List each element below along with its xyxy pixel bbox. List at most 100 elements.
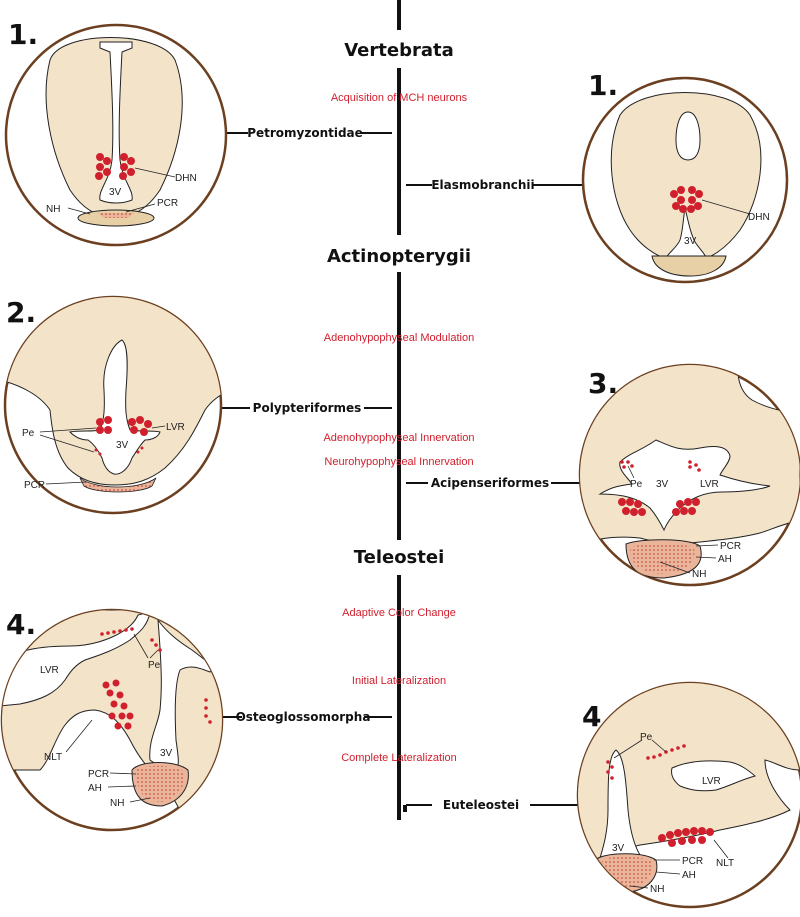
mch-cell bbox=[672, 508, 680, 516]
label-ah: AH bbox=[88, 783, 102, 794]
mch-cell bbox=[622, 507, 630, 515]
dorsal-ventricle bbox=[675, 111, 701, 161]
mch-cell bbox=[114, 722, 122, 730]
mch-cell bbox=[672, 202, 680, 210]
mch-cell bbox=[694, 202, 702, 210]
mch-cells bbox=[94, 416, 152, 456]
mch-cell bbox=[684, 498, 692, 506]
mch-cell bbox=[677, 186, 685, 194]
mch-cell bbox=[706, 828, 714, 836]
mch-cell bbox=[116, 691, 124, 699]
label-lvr: LVR bbox=[40, 665, 59, 676]
neurohypophysis bbox=[630, 543, 695, 574]
clade-polypteriformes: Polypteriformes bbox=[253, 401, 362, 415]
mch-fiber bbox=[106, 631, 110, 635]
mch-cell bbox=[679, 205, 687, 213]
label-pe: Pe bbox=[22, 428, 35, 439]
lateral-ventricle bbox=[671, 760, 757, 792]
clade-osteoglossomorpha: Osteoglossomorpha bbox=[236, 710, 371, 724]
mch-fiber bbox=[626, 460, 630, 464]
mch-cell bbox=[95, 172, 103, 180]
label-lvr: LVR bbox=[702, 776, 721, 787]
mch-fiber bbox=[130, 627, 134, 631]
panel-elasmobranchii: 1. DHN 3V bbox=[581, 69, 789, 284]
mch-fiber bbox=[694, 463, 698, 467]
mch-cell bbox=[626, 498, 634, 506]
mch-cell bbox=[102, 681, 110, 689]
mch-cell bbox=[676, 500, 684, 508]
leader-line bbox=[695, 556, 717, 559]
mch-cell bbox=[110, 700, 118, 708]
label-nh: NH bbox=[650, 884, 664, 895]
event-adenohypophyseal-innervation: Adenohypophyseal Innervation bbox=[323, 432, 474, 444]
mch-cell bbox=[682, 828, 690, 836]
mch-fiber bbox=[204, 698, 208, 702]
leader-line bbox=[129, 797, 151, 803]
mch-cell bbox=[136, 416, 144, 424]
event-initial-lateralization: Initial Lateralization bbox=[352, 675, 446, 687]
mch-cell bbox=[127, 157, 135, 165]
panel-acipenseriformes: 3. bbox=[578, 363, 800, 587]
mch-cell bbox=[638, 508, 646, 516]
mch-fiber bbox=[610, 776, 614, 780]
event-adaptive-color-change: Adaptive Color Change bbox=[342, 607, 456, 619]
label-dhn: DHN bbox=[175, 173, 197, 184]
mch-cell bbox=[127, 168, 135, 176]
leader-line bbox=[39, 427, 97, 433]
mch-cell bbox=[112, 679, 120, 687]
mch-cell bbox=[680, 507, 688, 515]
mch-fiber bbox=[140, 446, 144, 450]
mch-cell bbox=[677, 196, 685, 204]
label-3v: 3V bbox=[612, 843, 625, 854]
label-ah: AH bbox=[682, 870, 696, 881]
panel-number: 3. bbox=[588, 367, 618, 400]
mch-cell bbox=[96, 163, 104, 171]
panel-osteoglossomorpha: 4. bbox=[0, 608, 224, 832]
mch-cell bbox=[658, 834, 666, 842]
label-pe: Pe bbox=[148, 660, 161, 671]
mch-fiber bbox=[100, 632, 104, 636]
mch-fiber bbox=[154, 643, 158, 647]
label-pe: Pe bbox=[640, 732, 653, 743]
label-pcr: PCR bbox=[88, 769, 109, 780]
panel-number: 1. bbox=[588, 69, 618, 102]
label-ah: AH bbox=[718, 554, 732, 565]
label-dhn: DHN bbox=[748, 212, 770, 223]
mch-cell bbox=[688, 196, 696, 204]
panel-petromyzontidae: 1. DHN 3V NH PCR bbox=[4, 18, 228, 247]
mch-cell bbox=[96, 426, 104, 434]
mch-fiber bbox=[670, 748, 674, 752]
mch-fiber bbox=[676, 746, 680, 750]
label-pcr: PCR bbox=[720, 541, 741, 552]
mch-cell bbox=[130, 426, 138, 434]
label-3v: 3V bbox=[656, 479, 669, 490]
leader-line bbox=[67, 207, 91, 215]
leader-line bbox=[65, 719, 93, 753]
mch-fiber bbox=[697, 468, 701, 472]
label-3v: 3V bbox=[684, 236, 697, 247]
third-ventricle bbox=[99, 41, 133, 204]
mch-fiber bbox=[622, 465, 626, 469]
leader-line bbox=[133, 633, 149, 659]
neurohypophysis bbox=[136, 765, 185, 802]
leader-line bbox=[651, 739, 667, 753]
label-3v: 3V bbox=[160, 748, 173, 759]
mch-fiber bbox=[124, 628, 128, 632]
mch-fiber bbox=[606, 770, 610, 774]
leader-line bbox=[655, 871, 681, 875]
mch-cell bbox=[118, 712, 126, 720]
mch-cell bbox=[670, 190, 678, 198]
leader-line bbox=[629, 885, 649, 889]
mch-cell bbox=[674, 829, 682, 837]
mch-cell bbox=[96, 153, 104, 161]
mch-fiber bbox=[682, 744, 686, 748]
mch-fiber bbox=[688, 460, 692, 464]
mch-cell bbox=[698, 827, 706, 835]
mch-cells bbox=[618, 460, 701, 516]
mch-fiber bbox=[118, 629, 122, 633]
mch-cell bbox=[688, 186, 696, 194]
label-nlt: NLT bbox=[44, 752, 62, 763]
mch-cell bbox=[618, 498, 626, 506]
pituitary bbox=[651, 255, 727, 277]
mch-cell bbox=[630, 508, 638, 516]
